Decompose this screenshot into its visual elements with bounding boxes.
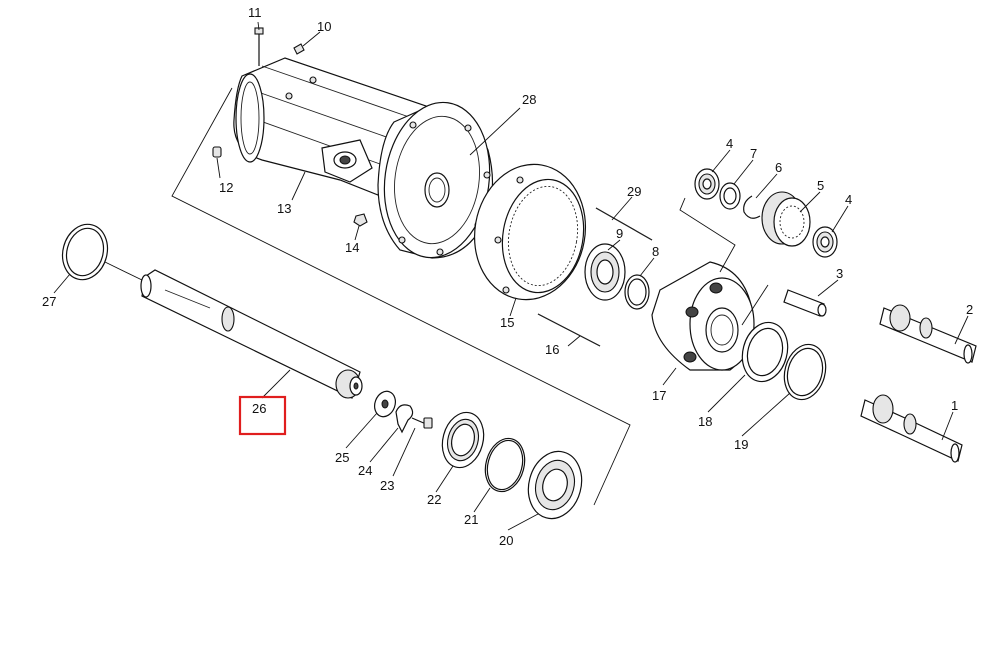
pin-bracket [741,284,769,326]
axis-line-27 [104,261,143,281]
label-18: 18 [698,414,712,429]
label-28: 28 [522,92,536,107]
main-shaft-26-drawing [140,269,363,399]
label-26: 26 [252,401,266,416]
label-10: 10 [317,19,331,34]
bearing-4a-drawing [694,168,720,200]
seal-22-drawing [441,411,485,469]
lock-tab-24-drawing [395,404,414,434]
label-25: 25 [335,450,349,465]
bolt-11-drawing [254,27,264,66]
bolt-23-drawing [411,417,433,429]
label-19: 19 [734,437,748,452]
bearing-9-drawing [584,243,626,301]
highlight-box-26[interactable] [238,395,287,436]
label-21: 21 [464,512,478,527]
label-24: 24 [358,463,372,478]
label-3: 3 [836,266,843,281]
stud-16-drawing [537,313,601,347]
snap-ring-27-drawing [61,223,109,281]
label-27: 27 [42,294,56,309]
label-7: 7 [750,146,757,161]
gear-5-drawing [761,191,811,247]
oring-21-drawing [484,437,526,493]
housing-group-bracket [171,87,631,506]
shaft-1-drawing [860,394,963,463]
plug-12-drawing [212,146,222,158]
pin-3-drawing [783,289,827,317]
stud-29-drawing [595,207,653,241]
label-12: 12 [219,180,233,195]
circlip-6-drawing [743,195,761,219]
nut-14-drawing [353,213,368,227]
snap-ring-19-drawing [783,343,827,401]
label-22: 22 [427,492,441,507]
label-8: 8 [652,244,659,259]
label-15: 15 [500,315,514,330]
label-20: 20 [499,533,513,548]
washer-7-drawing [719,182,741,210]
label-9: 9 [616,226,623,241]
flange-28-drawing [377,101,494,259]
plug-10-drawing [293,43,305,55]
label-16: 16 [545,342,559,357]
label-13: 13 [277,201,291,216]
leader-lines [53,21,969,531]
part-labels: 1 2 3 4 4 5 6 7 8 9 10 11 12 13 14 15 16… [42,5,973,548]
thrust-washer-18-drawing [741,321,789,383]
bearing-20-drawing [527,450,583,520]
ring-gear-15-drawing [473,163,587,301]
planet-group-bracket [679,197,736,273]
bearing-4b-drawing [812,226,838,258]
label-2: 2 [966,302,973,317]
shaft-2-drawing [879,304,977,364]
label-11: 11 [248,5,262,20]
oring-8-drawing [624,274,650,310]
label-4b: 4 [845,192,852,207]
carrier-17-drawing [651,261,755,371]
label-6: 6 [775,160,782,175]
washer-25-drawing [374,390,396,418]
label-23: 23 [380,478,394,493]
label-5: 5 [817,178,824,193]
label-4a: 4 [726,136,733,151]
label-14: 14 [345,240,359,255]
label-1: 1 [951,398,958,413]
label-29: 29 [627,184,641,199]
label-17: 17 [652,388,666,403]
